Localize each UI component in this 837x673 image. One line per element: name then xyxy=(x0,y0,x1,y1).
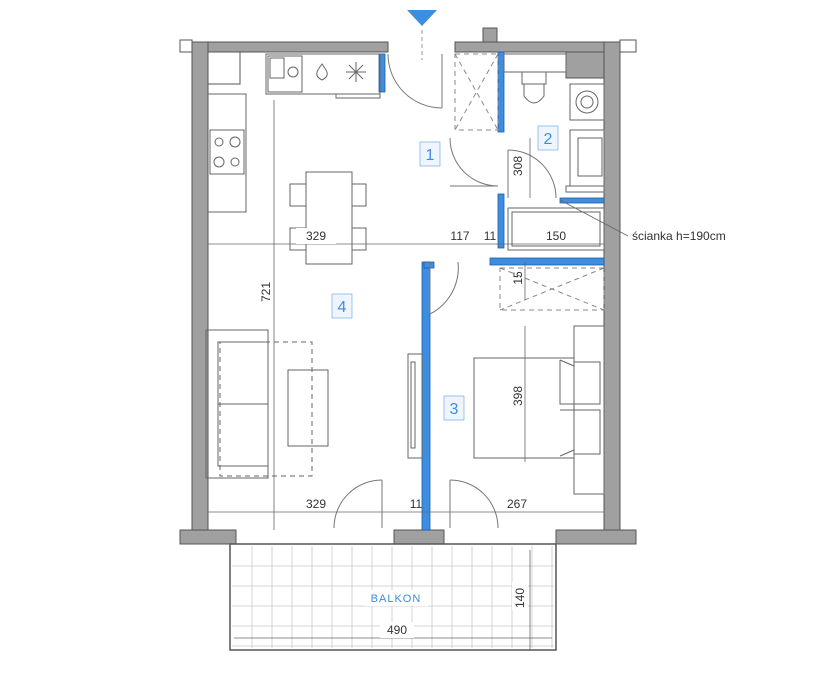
dining-table xyxy=(289,171,367,265)
bathroom-fixtures xyxy=(503,53,605,251)
snowflake-icon xyxy=(346,62,366,82)
dim-hall-width: 117 xyxy=(450,229,469,243)
water-drop-icon xyxy=(316,63,328,81)
balcony-label: BALKON xyxy=(371,593,422,605)
svg-text:1: 1 xyxy=(426,147,435,164)
dim-balcony-depth: 140 xyxy=(513,588,527,608)
room-label-4: 4 xyxy=(331,293,353,319)
dim-wall-a: 11 xyxy=(484,229,497,243)
room-label-3: 3 xyxy=(443,395,465,421)
dim-living-width-top: 329 xyxy=(306,229,326,243)
entrance-marker-icon xyxy=(407,10,437,26)
dim-bath-depth: 308 xyxy=(511,156,525,176)
partition-height-note: ścianka h=190cm xyxy=(632,229,726,243)
svg-text:2: 2 xyxy=(544,131,553,148)
doors xyxy=(333,53,557,529)
dim-wall-b: 15 xyxy=(511,271,525,285)
dim-wall-c: 11 xyxy=(410,497,423,511)
dim-living-depth: 721 xyxy=(259,282,273,302)
sofa xyxy=(205,329,329,479)
walls xyxy=(179,27,637,545)
dim-bedroom-width: 267 xyxy=(507,497,527,511)
dim-living-width-bottom: 329 xyxy=(306,497,326,511)
dim-bedroom-depth: 398 xyxy=(511,386,525,406)
bed xyxy=(473,325,605,495)
room-label-2: 2 xyxy=(537,125,559,151)
shower-tray xyxy=(454,53,605,311)
room-label-1: 1 xyxy=(419,141,441,167)
svg-text:4: 4 xyxy=(338,299,347,316)
dim-balcony-width: 490 xyxy=(387,623,407,637)
svg-text:3: 3 xyxy=(450,401,459,418)
wardrobe xyxy=(407,353,423,459)
partition-walls xyxy=(378,51,605,531)
dim-bath-width: 150 xyxy=(546,229,566,243)
kitchen-counter xyxy=(208,53,381,213)
